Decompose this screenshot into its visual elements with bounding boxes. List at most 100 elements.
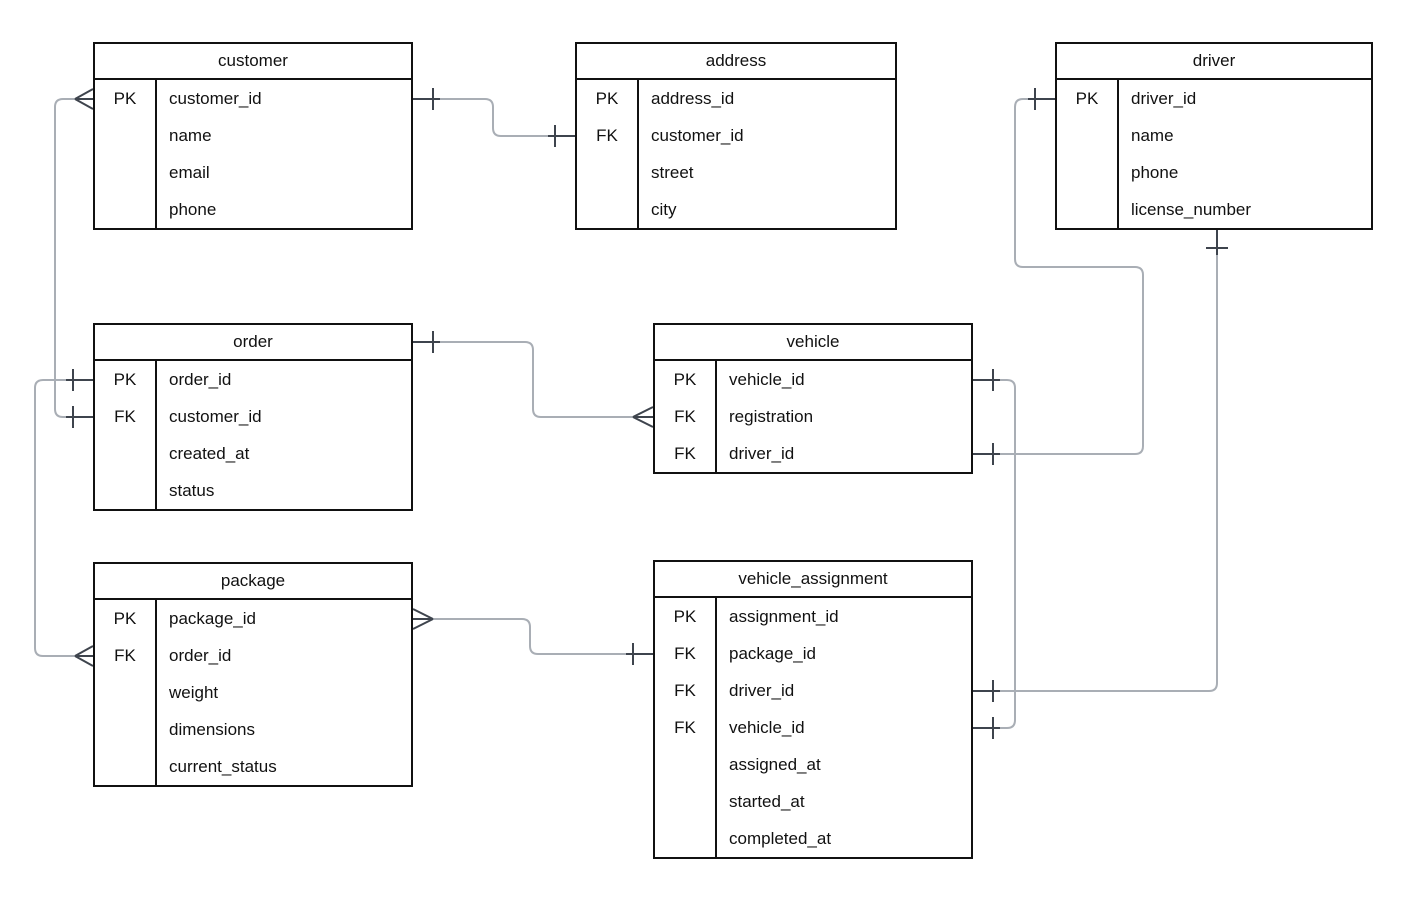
key-label: PK	[95, 80, 157, 117]
relationship-driver-vehicle-line[interactable]	[973, 98, 1144, 455]
relationship-package-vehicle-assignment-line[interactable]	[433, 618, 653, 655]
attribute-row: PK customer_id	[95, 80, 411, 117]
attribute-name: order_id	[169, 370, 232, 389]
attribute-row: license_number	[1057, 191, 1371, 228]
one-tick-marker-order-order-id	[66, 369, 93, 391]
key-label	[1057, 191, 1119, 228]
attribute-row: created_at	[95, 435, 411, 472]
entity-title-package: package	[95, 564, 411, 600]
attribute-row: name	[1057, 117, 1371, 154]
attribute-row: PK assignment_id	[655, 598, 971, 635]
one-tick-marker-customer-right	[413, 88, 440, 110]
attribute-row: started_at	[655, 783, 971, 820]
entity-title-address: address	[577, 44, 895, 80]
relationship-customer-address-line[interactable]	[413, 98, 575, 137]
relationship-vehicle-vehicle-assignment-line[interactable]	[973, 379, 1016, 729]
key-label: PK	[577, 80, 639, 117]
one-tick-marker-vehicle-vehicle-id	[973, 369, 1000, 391]
attribute-name: customer_id	[169, 89, 262, 108]
attribute-name: customer_id	[651, 126, 744, 145]
crow-foot-marker-customer-left	[74, 88, 94, 110]
entity-title-vehicle-assignment: vehicle_assignment	[655, 562, 971, 598]
attribute-name: phone	[1131, 163, 1179, 182]
key-label	[655, 820, 717, 857]
relationship-customer-order-line[interactable]	[54, 98, 93, 418]
one-tick-marker-order-right	[413, 331, 440, 353]
attribute-name: package_id	[729, 644, 816, 663]
attribute-name: driver_id	[729, 444, 795, 463]
key-label	[95, 435, 157, 472]
key-label	[655, 783, 717, 820]
relationship-order-package-line[interactable]	[34, 379, 93, 657]
attribute-name: phone	[169, 200, 217, 219]
key-label: FK	[577, 117, 639, 154]
one-tick-marker-driver-bottom	[1206, 228, 1228, 255]
attribute-name: driver_id	[1131, 89, 1197, 108]
one-tick-marker-vehicle-assignment-package-id	[626, 643, 653, 665]
attribute-row: completed_at	[655, 820, 971, 857]
attribute-row: assigned_at	[655, 746, 971, 783]
attribute-row: city	[577, 191, 895, 228]
attribute-row: FK customer_id	[577, 117, 895, 154]
key-label: PK	[655, 598, 717, 635]
attribute-name: dimensions	[169, 720, 255, 739]
key-label: FK	[95, 637, 157, 674]
key-label: PK	[95, 600, 157, 637]
attribute-row: weight	[95, 674, 411, 711]
attribute-row: name	[95, 117, 411, 154]
one-tick-marker-vehicle-assignment-driver-id	[973, 680, 1000, 702]
entity-title-driver: driver	[1057, 44, 1371, 80]
attribute-name: name	[1131, 126, 1174, 145]
key-label	[577, 191, 639, 228]
attribute-name: vehicle_id	[729, 370, 805, 389]
entity-vehicle-assignment[interactable]: vehicle_assignment PK assignment_id FK pac…	[653, 560, 973, 859]
attribute-name: current_status	[169, 757, 277, 776]
one-tick-marker-order-customer-id	[66, 406, 93, 428]
attribute-name: started_at	[729, 792, 805, 811]
attribute-name: order_id	[169, 646, 232, 665]
attribute-name: vehicle_id	[729, 718, 805, 737]
key-label	[95, 117, 157, 154]
key-label	[95, 472, 157, 509]
entity-title-customer: customer	[95, 44, 411, 80]
attribute-row: FK vehicle_id	[655, 709, 971, 746]
one-tick-marker-address-left	[548, 125, 575, 147]
attribute-name: weight	[169, 683, 219, 702]
key-label: FK	[655, 635, 717, 672]
attribute-name: assignment_id	[729, 607, 839, 626]
attribute-name: address_id	[651, 89, 735, 108]
one-tick-marker-driver-left	[1028, 88, 1055, 110]
one-tick-marker-vehicle-driver-id	[973, 443, 1000, 465]
attribute-name: name	[169, 126, 212, 145]
key-label	[95, 191, 157, 228]
key-label: FK	[655, 709, 717, 746]
entity-rows: PK customer_id name email phone	[95, 80, 411, 228]
crow-foot-marker-vehicle-left	[632, 406, 654, 428]
attribute-row: status	[95, 472, 411, 509]
key-label: PK	[95, 361, 157, 398]
attribute-row: email	[95, 154, 411, 191]
relationship-driver-vehicle-assignment-line[interactable]	[973, 228, 1218, 692]
key-label: FK	[655, 435, 717, 472]
entity-customer[interactable]: customer PK customer_id name email phone	[93, 42, 413, 230]
attribute-name: created_at	[169, 444, 250, 463]
attribute-row: PK address_id	[577, 80, 895, 117]
key-label	[655, 746, 717, 783]
attribute-row: FK order_id	[95, 637, 411, 674]
relationship-order-vehicle-line[interactable]	[413, 341, 633, 418]
